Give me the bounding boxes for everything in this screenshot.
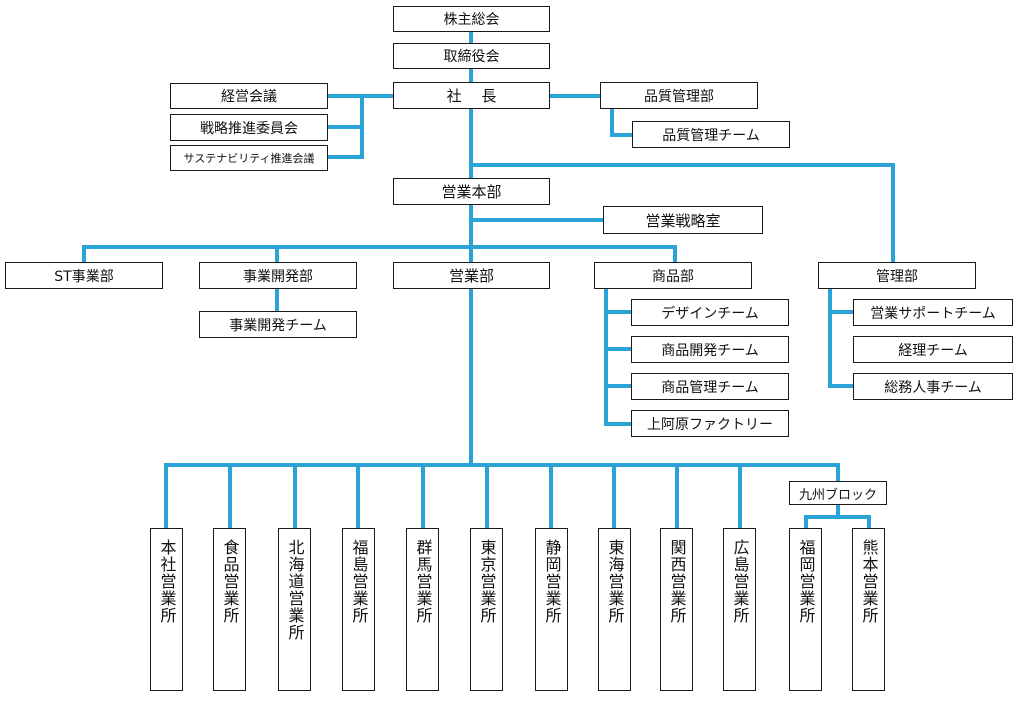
sales-hq-box: 営業本部 <box>393 178 550 205</box>
accounting-team-box: 経理チーム <box>853 336 1013 363</box>
office-kansai-label: 関西営業所 <box>667 539 687 624</box>
product-mgmt-team-label: 商品管理チーム <box>661 379 759 396</box>
sales-support-team-box: 営業サポートチーム <box>853 299 1013 326</box>
shareholders-box: 株主総会 <box>393 6 550 32</box>
product-dept-label: 商品部 <box>652 268 694 285</box>
product-dev-team-box: 商品開発チーム <box>631 336 789 363</box>
office-food-box: 食品営業所 <box>213 528 246 691</box>
strategy-committee-box: 戦略推進委員会 <box>170 114 328 141</box>
bizdev-team-box: 事業開発チーム <box>199 311 357 338</box>
kyushu-block-box: 九州ブロック <box>789 481 887 505</box>
admin-dept-box: 管理部 <box>818 262 976 289</box>
sustainability-committee-label: サステナビリティ推進会議 <box>183 152 315 165</box>
kamiahara-factory-box: 上阿原ファクトリー <box>631 410 789 437</box>
office-shizuoka-box: 静岡営業所 <box>535 528 568 691</box>
president-box: 社 長 <box>393 82 550 109</box>
office-fukuoka-label: 福岡営業所 <box>796 539 816 624</box>
office-gunma-label: 群馬営業所 <box>413 539 433 624</box>
sales-strategy-office-box: 営業戦略室 <box>603 206 763 234</box>
hr-team-box: 総務人事チーム <box>853 373 1013 400</box>
board-label: 取締役会 <box>443 49 500 65</box>
product-dept-box: 商品部 <box>594 262 752 289</box>
sales-dept-box: 営業部 <box>393 262 550 289</box>
sustainability-committee-box: サステナビリティ推進会議 <box>170 145 328 171</box>
office-tokyo-box: 東京営業所 <box>470 528 503 691</box>
office-tokai-label: 東海営業所 <box>605 539 625 624</box>
bizdev-dept-label: 事業開発部 <box>243 268 313 285</box>
quality-team-box: 品質管理チーム <box>632 121 790 148</box>
sales-dept-label: 営業部 <box>448 267 494 285</box>
management-meeting-box: 経営会議 <box>170 83 328 109</box>
accounting-team-label: 経理チーム <box>898 342 968 359</box>
office-shizuoka-label: 静岡営業所 <box>542 539 562 624</box>
product-dev-team-label: 商品開発チーム <box>661 342 759 359</box>
st-division-label: ST事業部 <box>54 268 114 285</box>
quality-dept-box: 品質管理部 <box>600 82 758 109</box>
office-hiroshima-label: 広島営業所 <box>730 539 750 624</box>
design-team-box: デザインチーム <box>631 299 789 326</box>
office-kumamoto-box: 熊本営業所 <box>852 528 885 691</box>
office-food-label: 食品営業所 <box>220 539 240 624</box>
sales-strategy-office-label: 営業戦略室 <box>645 211 721 230</box>
office-honsha-label: 本社営業所 <box>157 539 177 624</box>
product-mgmt-team-box: 商品管理チーム <box>631 373 789 400</box>
management-meeting-label: 経営会議 <box>221 89 277 105</box>
office-hiroshima-box: 広島営業所 <box>723 528 756 691</box>
admin-dept-label: 管理部 <box>876 268 918 285</box>
sales-support-team-label: 営業サポートチーム <box>870 305 996 322</box>
sales-hq-label: 営業本部 <box>441 183 502 201</box>
office-hokkaido-box: 北海道営業所 <box>278 528 311 691</box>
office-kumamoto-label: 熊本営業所 <box>859 539 879 624</box>
quality-team-label: 品質管理チーム <box>662 127 760 144</box>
bizdev-team-label: 事業開発チーム <box>229 317 327 334</box>
president-label: 社 長 <box>446 87 497 105</box>
office-gunma-box: 群馬営業所 <box>406 528 439 691</box>
shareholders-label: 株主総会 <box>443 12 500 28</box>
office-fukushima-label: 福島営業所 <box>349 539 369 624</box>
office-fukushima-box: 福島営業所 <box>342 528 375 691</box>
kamiahara-factory-label: 上阿原ファクトリー <box>647 416 773 433</box>
quality-dept-label: 品質管理部 <box>644 88 714 105</box>
bizdev-dept-box: 事業開発部 <box>199 262 357 289</box>
st-division-box: ST事業部 <box>5 262 163 289</box>
office-honsha-box: 本社営業所 <box>150 528 183 691</box>
board-box: 取締役会 <box>393 43 550 69</box>
office-tokai-box: 東海営業所 <box>598 528 631 691</box>
office-hokkaido-label: 北海道営業所 <box>285 539 305 641</box>
kyushu-block-label: 九州ブロック <box>798 487 877 503</box>
office-fukuoka-box: 福岡営業所 <box>789 528 822 691</box>
hr-team-label: 総務人事チーム <box>884 379 982 396</box>
strategy-committee-label: 戦略推進委員会 <box>200 120 298 137</box>
office-tokyo-label: 東京営業所 <box>477 539 497 624</box>
office-kansai-box: 関西営業所 <box>660 528 693 691</box>
design-team-label: デザインチーム <box>661 305 759 322</box>
